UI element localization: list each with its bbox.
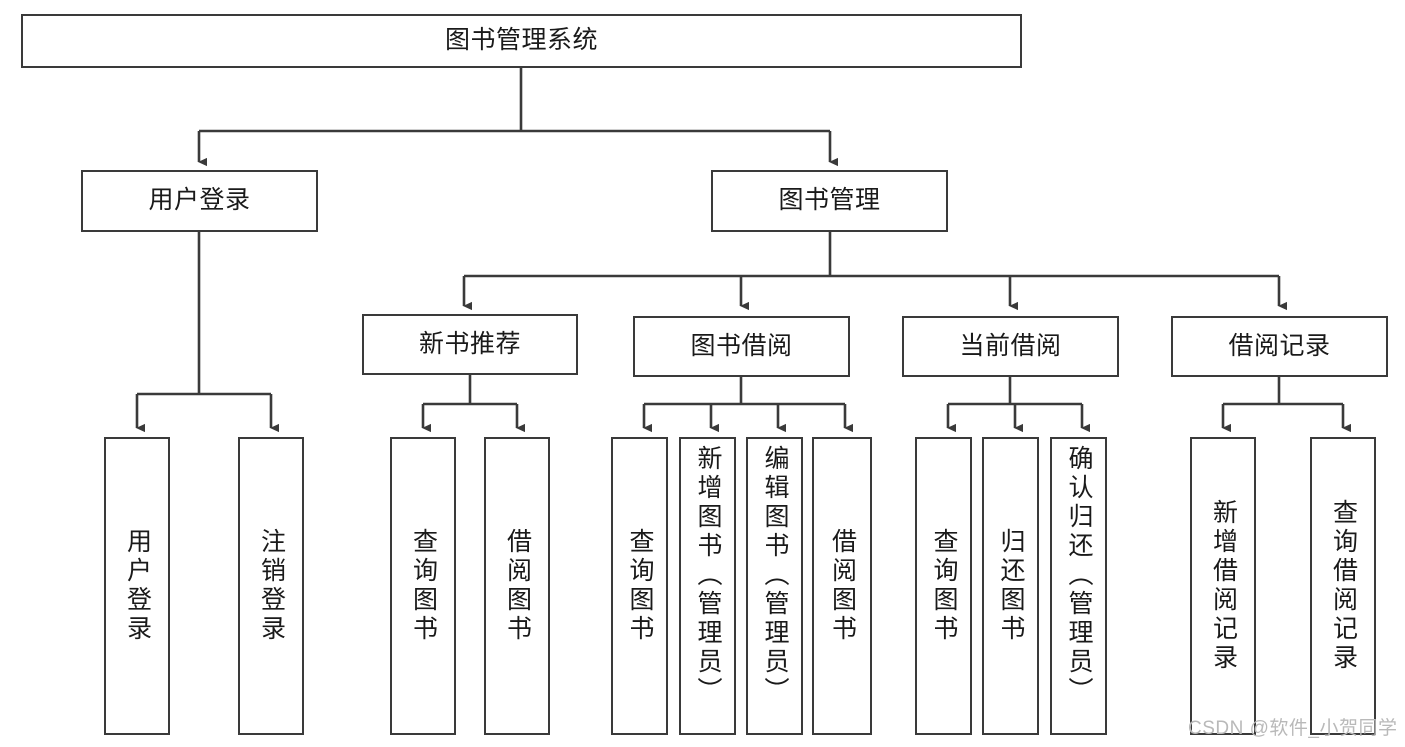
node-label: 借阅图书	[828, 528, 857, 644]
node-label: 新增图书（管理员）	[694, 445, 722, 706]
node-label: 当前借阅	[959, 331, 1062, 360]
node-label: 查询借阅记录	[1329, 499, 1358, 673]
node-label: 查询图书	[626, 528, 654, 644]
csdn-watermark: CSDN @软件_小贺同学	[1188, 718, 1398, 739]
leaf-record-query-borrow-record[interactable]: 查询借阅记录	[1310, 437, 1376, 735]
leaf-record-add-borrow-record[interactable]: 新增借阅记录	[1190, 437, 1256, 735]
node-label: 图书管理系统	[444, 26, 598, 55]
node-label: 新增借阅记录	[1209, 499, 1238, 673]
node-borrow-record[interactable]: 借阅记录	[1171, 316, 1388, 377]
leaf-borrow-edit-book-admin[interactable]: 编辑图书（管理员）	[746, 437, 803, 735]
leaf-borrow-query-book[interactable]: 查询图书	[611, 437, 668, 735]
leaf-current-confirm-return-admin[interactable]: 确认归还（管理员）	[1050, 437, 1107, 735]
node-label: 归还图书	[997, 528, 1025, 644]
node-label: 用户登录	[148, 186, 251, 215]
node-book-management[interactable]: 图书管理	[711, 170, 948, 232]
leaf-borrow-borrow-book[interactable]: 借阅图书	[812, 437, 872, 735]
node-label: 查询图书	[930, 528, 958, 644]
node-label: 借阅图书	[503, 528, 532, 644]
leaf-recommend-query-book[interactable]: 查询图书	[390, 437, 456, 735]
node-book-borrow[interactable]: 图书借阅	[633, 316, 850, 377]
node-current-borrow[interactable]: 当前借阅	[902, 316, 1119, 377]
leaf-user-logout-action[interactable]: 注销登录	[238, 437, 304, 735]
leaf-user-login-action[interactable]: 用户登录	[104, 437, 170, 735]
node-user-login[interactable]: 用户登录	[81, 170, 318, 232]
leaf-current-query-book[interactable]: 查询图书	[915, 437, 972, 735]
node-label: 查询图书	[409, 528, 438, 644]
node-label: 用户登录	[123, 528, 152, 644]
node-label: 图书管理	[778, 186, 881, 215]
node-label: 图书借阅	[690, 331, 793, 360]
leaf-current-return-book[interactable]: 归还图书	[982, 437, 1039, 735]
node-label: 编辑图书（管理员）	[761, 445, 789, 706]
node-label: 借阅记录	[1228, 331, 1331, 360]
node-new-book-recommend[interactable]: 新书推荐	[362, 314, 578, 375]
leaf-borrow-add-book-admin[interactable]: 新增图书（管理员）	[679, 437, 736, 735]
leaf-recommend-borrow-book[interactable]: 借阅图书	[484, 437, 550, 735]
node-label: 新书推荐	[418, 329, 521, 358]
node-root-system[interactable]: 图书管理系统	[21, 14, 1022, 68]
node-label: 确认归还（管理员）	[1065, 445, 1093, 706]
node-label: 注销登录	[257, 528, 286, 644]
